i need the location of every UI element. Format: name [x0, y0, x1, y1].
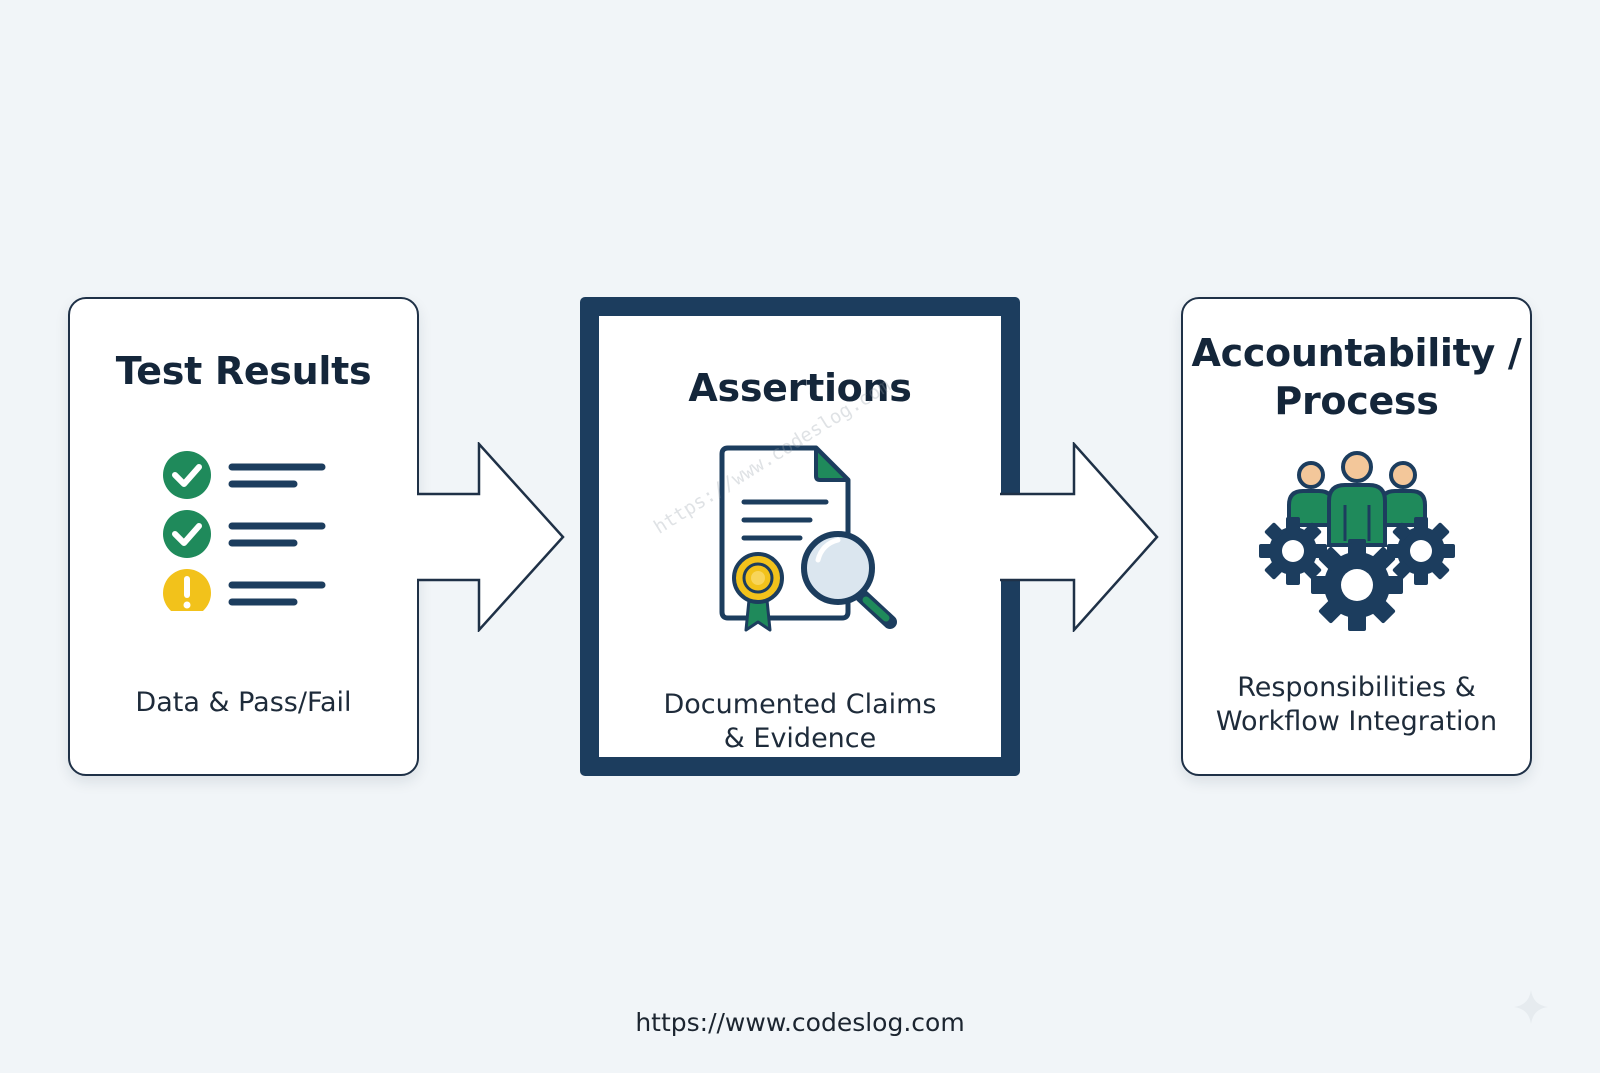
- caption-line: Workflow Integration: [1215, 706, 1498, 737]
- right-arrow-icon: [1000, 440, 1160, 634]
- right-arrow-icon: [417, 440, 567, 634]
- card-title: Accountability / Process: [1192, 329, 1522, 425]
- caption-line: Responsibilities &: [1237, 672, 1476, 703]
- footer-url: https://www.codeslog.com: [635, 1008, 965, 1037]
- team-gears-icon: [1257, 449, 1457, 639]
- checklist-icon: [162, 451, 328, 617]
- card-test-results: Test Results Data & Pass/Fail: [68, 297, 419, 776]
- card-assertions: Assertions Documented: [580, 297, 1020, 776]
- card-caption: Data & Pass/Fail: [135, 687, 352, 718]
- card-title: Assertions: [688, 366, 912, 410]
- sparkle-icon: [1512, 988, 1550, 1026]
- title-line: Accountability /: [1191, 331, 1522, 375]
- caption-line: & Evidence: [723, 723, 877, 754]
- card-accountability-process: Accountability / Process: [1181, 297, 1532, 776]
- card-caption: Responsibilities & Workflow Integration: [1183, 671, 1530, 739]
- document-magnifier-certificate-icon: [714, 440, 914, 640]
- title-line: Process: [1274, 379, 1439, 423]
- card-title: Test Results: [115, 349, 372, 393]
- caption-line: Documented Claims: [663, 689, 937, 720]
- card-caption: Documented Claims & Evidence: [599, 688, 1001, 756]
